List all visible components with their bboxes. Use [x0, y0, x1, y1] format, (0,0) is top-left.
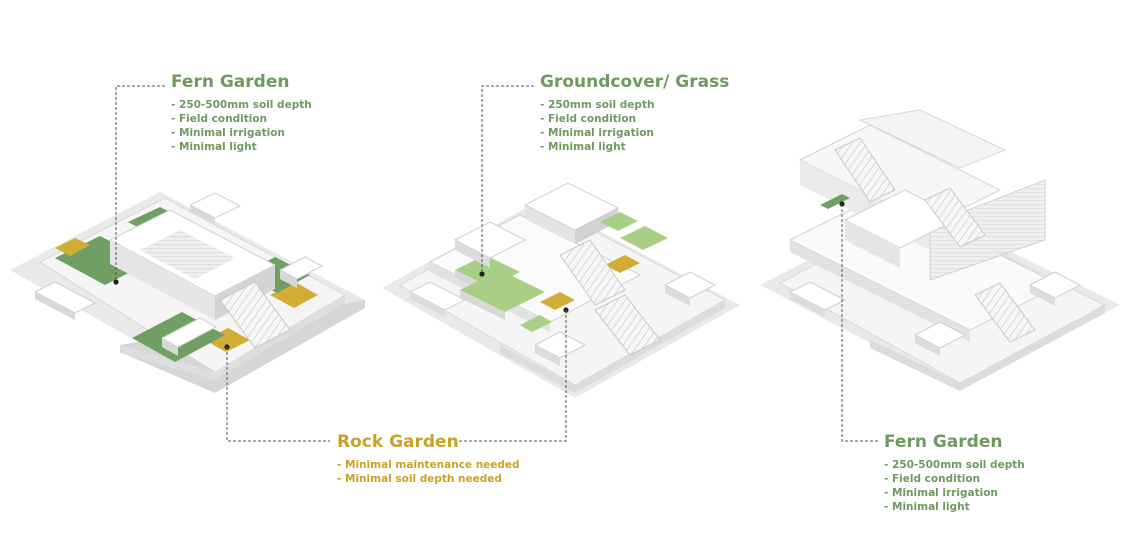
label-items: - 250mm soil depth - Field condition - M…	[540, 98, 729, 154]
grass-bed-5	[520, 315, 552, 332]
grass-bed-2	[460, 270, 545, 312]
label-item: - Field condition	[540, 113, 637, 125]
leader-fern-top	[115, 85, 165, 282]
rock-bed-left-2	[270, 282, 318, 308]
stairs-right-1	[834, 137, 896, 203]
label-items: - Minimal maintenance needed - Minimal s…	[337, 458, 520, 486]
label-item: - Minimal irrigation	[171, 127, 285, 139]
label-fern-garden-bottom: Fern Garden - 250-500mm soil depth - Fie…	[884, 432, 1025, 514]
label-item: - 250-500mm soil depth	[884, 459, 1025, 471]
label-item: - Field condition	[171, 113, 268, 125]
stairs-right-2	[924, 187, 986, 248]
label-item: - Minimal light	[884, 501, 970, 513]
model-middle	[382, 182, 740, 398]
label-items: - 250-500mm soil depth - Field condition…	[884, 458, 1025, 514]
label-title: Fern Garden	[171, 72, 290, 92]
leader-groundcover	[481, 85, 534, 274]
label-item: - Minimal irrigation	[884, 487, 998, 499]
grass-bed-4	[600, 212, 638, 231]
label-title: Groundcover/ Grass	[540, 72, 730, 92]
leader-rock-left	[226, 347, 330, 442]
leader-rock-mid	[456, 310, 567, 442]
rock-bed-mid-2	[605, 255, 640, 273]
label-groundcover: Groundcover/ Grass - 250mm soil depth - …	[540, 72, 729, 154]
leader-fern-bottom	[841, 204, 878, 442]
label-item: - 250-500mm soil depth	[171, 99, 312, 111]
rock-bed-left-1	[55, 238, 90, 256]
label-rock-garden: Rock Garden - Minimal maintenance needed…	[337, 432, 520, 486]
fern-bed-right	[820, 194, 850, 209]
label-item: - Minimal light	[171, 141, 257, 153]
grass-bed-3	[620, 226, 668, 250]
label-item: - Minimal light	[540, 141, 626, 153]
stairs-right-3	[974, 282, 1036, 343]
label-title: Fern Garden	[884, 432, 1003, 452]
stairs-left	[219, 281, 291, 349]
label-item: - 250mm soil depth	[540, 99, 655, 111]
label-items: - 250-500mm soil depth - Field condition…	[171, 98, 312, 154]
label-title: Rock Garden	[337, 432, 459, 452]
label-item: - Minimal irrigation	[540, 127, 654, 139]
label-item: - Minimal soil depth needed	[337, 473, 502, 485]
rock-bed-mid	[540, 292, 575, 310]
label-fern-garden-top: Fern Garden - 250-500mm soil depth - Fie…	[171, 72, 312, 154]
model-left	[10, 192, 365, 393]
model-right	[760, 109, 1120, 391]
label-item: - Field condition	[884, 473, 981, 485]
leader-lines	[115, 85, 878, 442]
label-item: - Minimal maintenance needed	[337, 459, 520, 471]
stairs-mid-1	[559, 239, 626, 306]
stairs-mid-2	[594, 294, 661, 356]
rock-bed-left-3	[205, 328, 250, 352]
